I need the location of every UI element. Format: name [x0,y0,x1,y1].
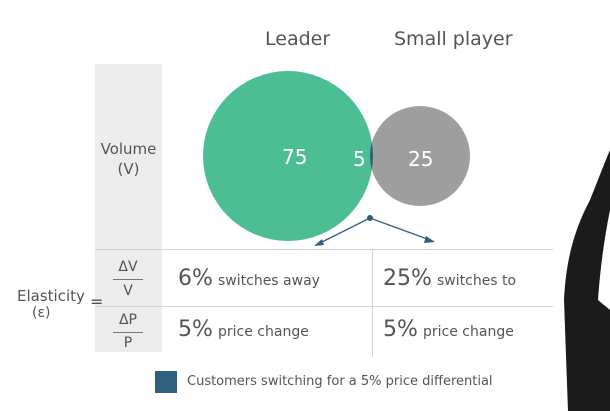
leader-header: Leader [265,28,331,50]
arrow-to-leader [317,217,371,245]
table-column-divider [372,249,373,357]
small-player-header: Small player [394,28,513,50]
leader-switch-percent: 6% [178,266,213,291]
volume-label-symbol: (V) [117,160,140,178]
p-symbol: P [123,335,133,351]
fraction-bar-price [113,332,143,333]
arrow-to-small-player [369,217,431,241]
equals-sign: = [90,292,104,311]
small-switch-text: switches to [437,273,517,289]
leader-volume-value: 75 [282,145,308,169]
overlap-volume-value: 5 [353,147,366,171]
row-label-band [95,64,162,352]
table-top-rule [95,249,553,250]
small-switch-percent: 25% [383,266,432,291]
small-price-text: price change [423,324,514,340]
leader-switch-cell: 6% switches away [178,266,320,291]
elasticity-symbol: (ε) [32,305,51,321]
small-switch-cell: 25% switches to [383,266,516,291]
leader-switch-text: switches away [218,273,320,289]
volume-label-text: Volume [100,140,157,158]
presenter-silhouette [564,150,610,411]
fraction-bar-volume [113,279,143,280]
legend-swatch [155,371,177,393]
v-symbol: V [123,283,133,299]
leader-price-percent: 5% [178,317,213,342]
small-player-volume-value: 25 [408,147,434,171]
delta-p-symbol: ΔP [118,312,138,328]
small-player-circle [370,106,470,206]
leader-circle [203,71,373,241]
switch-arrows [314,215,435,246]
leader-price-cell: 5% price change [178,317,309,342]
small-price-cell: 5% price change [383,317,514,342]
legend-text: Customers switching for a 5% price diffe… [187,374,493,389]
small-price-percent: 5% [383,317,418,342]
table-middle-rule [95,306,553,307]
elasticity-label: Elasticity [17,287,85,305]
leader-price-text: price change [218,324,309,340]
delta-v-symbol: ΔV [118,259,138,275]
volume-label: Volume (V) [95,139,162,179]
